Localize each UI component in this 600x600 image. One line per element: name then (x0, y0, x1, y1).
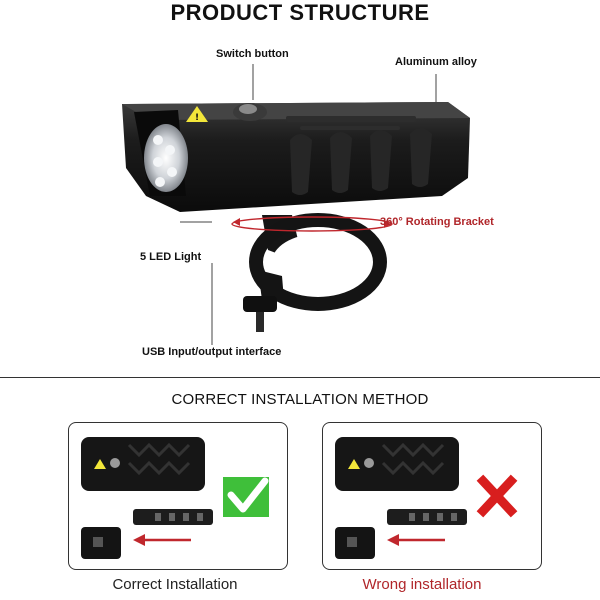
warning-triangle-icon (94, 459, 106, 469)
correct-installation-panel (68, 422, 288, 570)
callout-rotating-bracket: 360° Rotating Bracket (380, 216, 494, 228)
cross-icon (476, 474, 518, 518)
correct-installation-illustration (81, 437, 269, 559)
callout-aluminum-alloy: Aluminum alloy (395, 56, 477, 68)
callout-switch-button: Switch button (216, 48, 289, 60)
installation-section-title: CORRECT INSTALLATION METHOD (171, 391, 429, 408)
bike-light-illustration: ! (122, 64, 470, 345)
page-title: PRODUCT STRUCTURE (170, 0, 430, 25)
rotating-bracket (231, 213, 393, 332)
light-body: ! (122, 102, 470, 212)
wrong-installation-panel (322, 422, 542, 570)
section-divider (0, 377, 600, 378)
callout-usb-interface: USB Input/output interface (142, 346, 282, 358)
svg-text:!: ! (195, 113, 199, 123)
callout-led-light: 5 LED Light (140, 251, 202, 263)
warning-triangle-icon (186, 106, 208, 122)
correct-installation-caption: Correct Installation (112, 576, 238, 593)
wrong-installation-caption: Wrong installation (362, 576, 482, 593)
warning-triangle-icon (348, 459, 360, 469)
wrong-installation-illustration (335, 437, 518, 559)
